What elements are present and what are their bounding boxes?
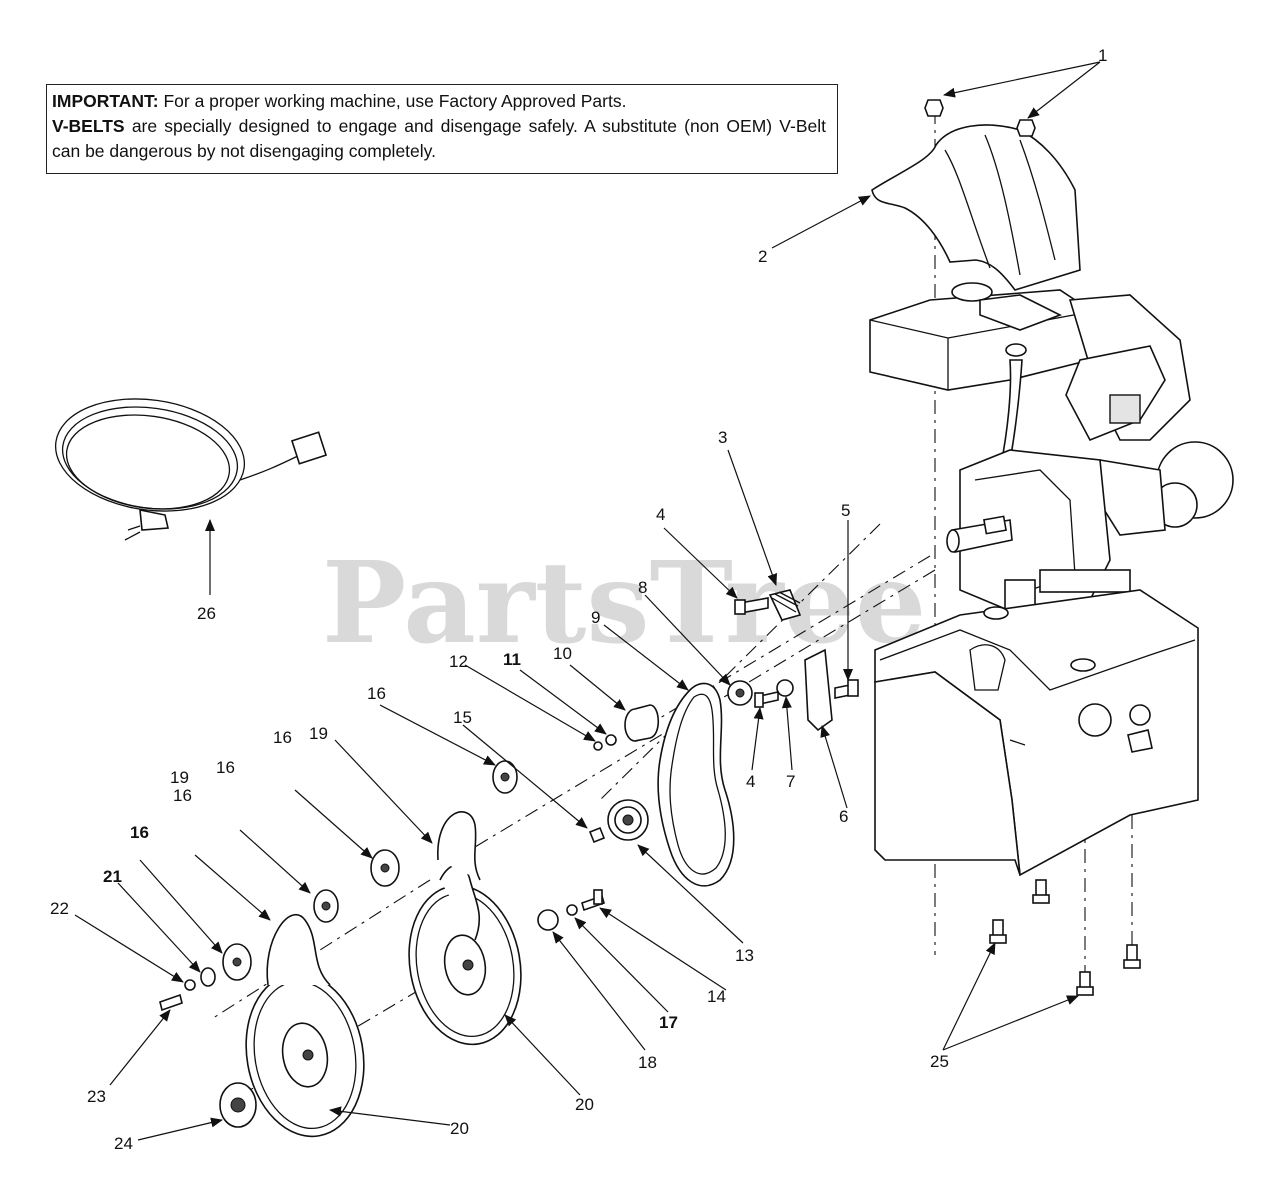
callout-26: 26 — [197, 604, 216, 623]
callout-8: 8 — [638, 578, 647, 597]
callout-10: 10 — [553, 644, 572, 663]
callout-17: 17 — [659, 1013, 678, 1032]
watermark: PartsTree — [322, 538, 926, 669]
callout-16d: 16 — [173, 786, 192, 805]
callout-5: 5 — [841, 501, 850, 520]
washer-bolt-icon — [537, 889, 605, 931]
callout-20b: 20 — [450, 1119, 469, 1138]
bolt-25-icon — [989, 879, 1141, 996]
callout-1: 1 — [1098, 46, 1107, 65]
callout-labels: 1 2 3 4 4 5 6 7 8 9 10 11 12 13 14 15 16… — [50, 46, 1107, 1153]
callout-18: 18 — [638, 1053, 657, 1072]
vbelts-label: V-BELTS — [52, 116, 125, 136]
small-hardware-icon — [727, 589, 859, 732]
callout-3: 3 — [718, 428, 727, 447]
pulley-icon — [588, 799, 649, 844]
callout-16b: 16 — [273, 728, 292, 747]
callout-15: 15 — [453, 708, 472, 727]
callout-13: 13 — [735, 946, 754, 965]
callout-19a: 19 — [309, 724, 328, 743]
belt-icon — [593, 682, 735, 887]
frame-icon — [874, 589, 1199, 877]
callout-7: 7 — [786, 772, 795, 791]
callout-24: 24 — [114, 1134, 133, 1153]
important-label: IMPORTANT: — [52, 91, 159, 111]
callout-9: 9 — [591, 608, 600, 627]
leader-lines — [74, 61, 1101, 1141]
callout-25: 25 — [930, 1052, 949, 1071]
callout-4b: 4 — [746, 772, 755, 791]
engine-icon — [869, 124, 1234, 616]
callout-16a: 16 — [367, 684, 386, 703]
callout-23: 23 — [87, 1087, 106, 1106]
callout-6: 6 — [839, 807, 848, 826]
callout-11: 11 — [503, 650, 521, 669]
callout-16c: 16 — [216, 758, 235, 777]
power-cord-icon — [54, 398, 328, 541]
callout-2: 2 — [758, 247, 767, 266]
callout-12: 12 — [449, 652, 468, 671]
important-text: For a proper working machine, use Factor… — [158, 91, 627, 111]
callout-16e: 16 — [130, 823, 149, 842]
vbelts-text: are specially designed to engage and dis… — [52, 116, 826, 161]
large-pulley-icon — [245, 811, 522, 1138]
callout-20a: 20 — [575, 1095, 594, 1114]
nut-1-icon — [924, 99, 1036, 137]
important-notice-box: IMPORTANT: For a proper working machine,… — [46, 84, 838, 174]
callout-14: 14 — [707, 987, 726, 1006]
callout-21: 21 — [103, 867, 122, 886]
callout-19b: 19 — [170, 768, 189, 787]
washer-16-icon — [159, 760, 518, 1128]
callout-22: 22 — [50, 899, 69, 918]
callout-4: 4 — [656, 505, 665, 524]
